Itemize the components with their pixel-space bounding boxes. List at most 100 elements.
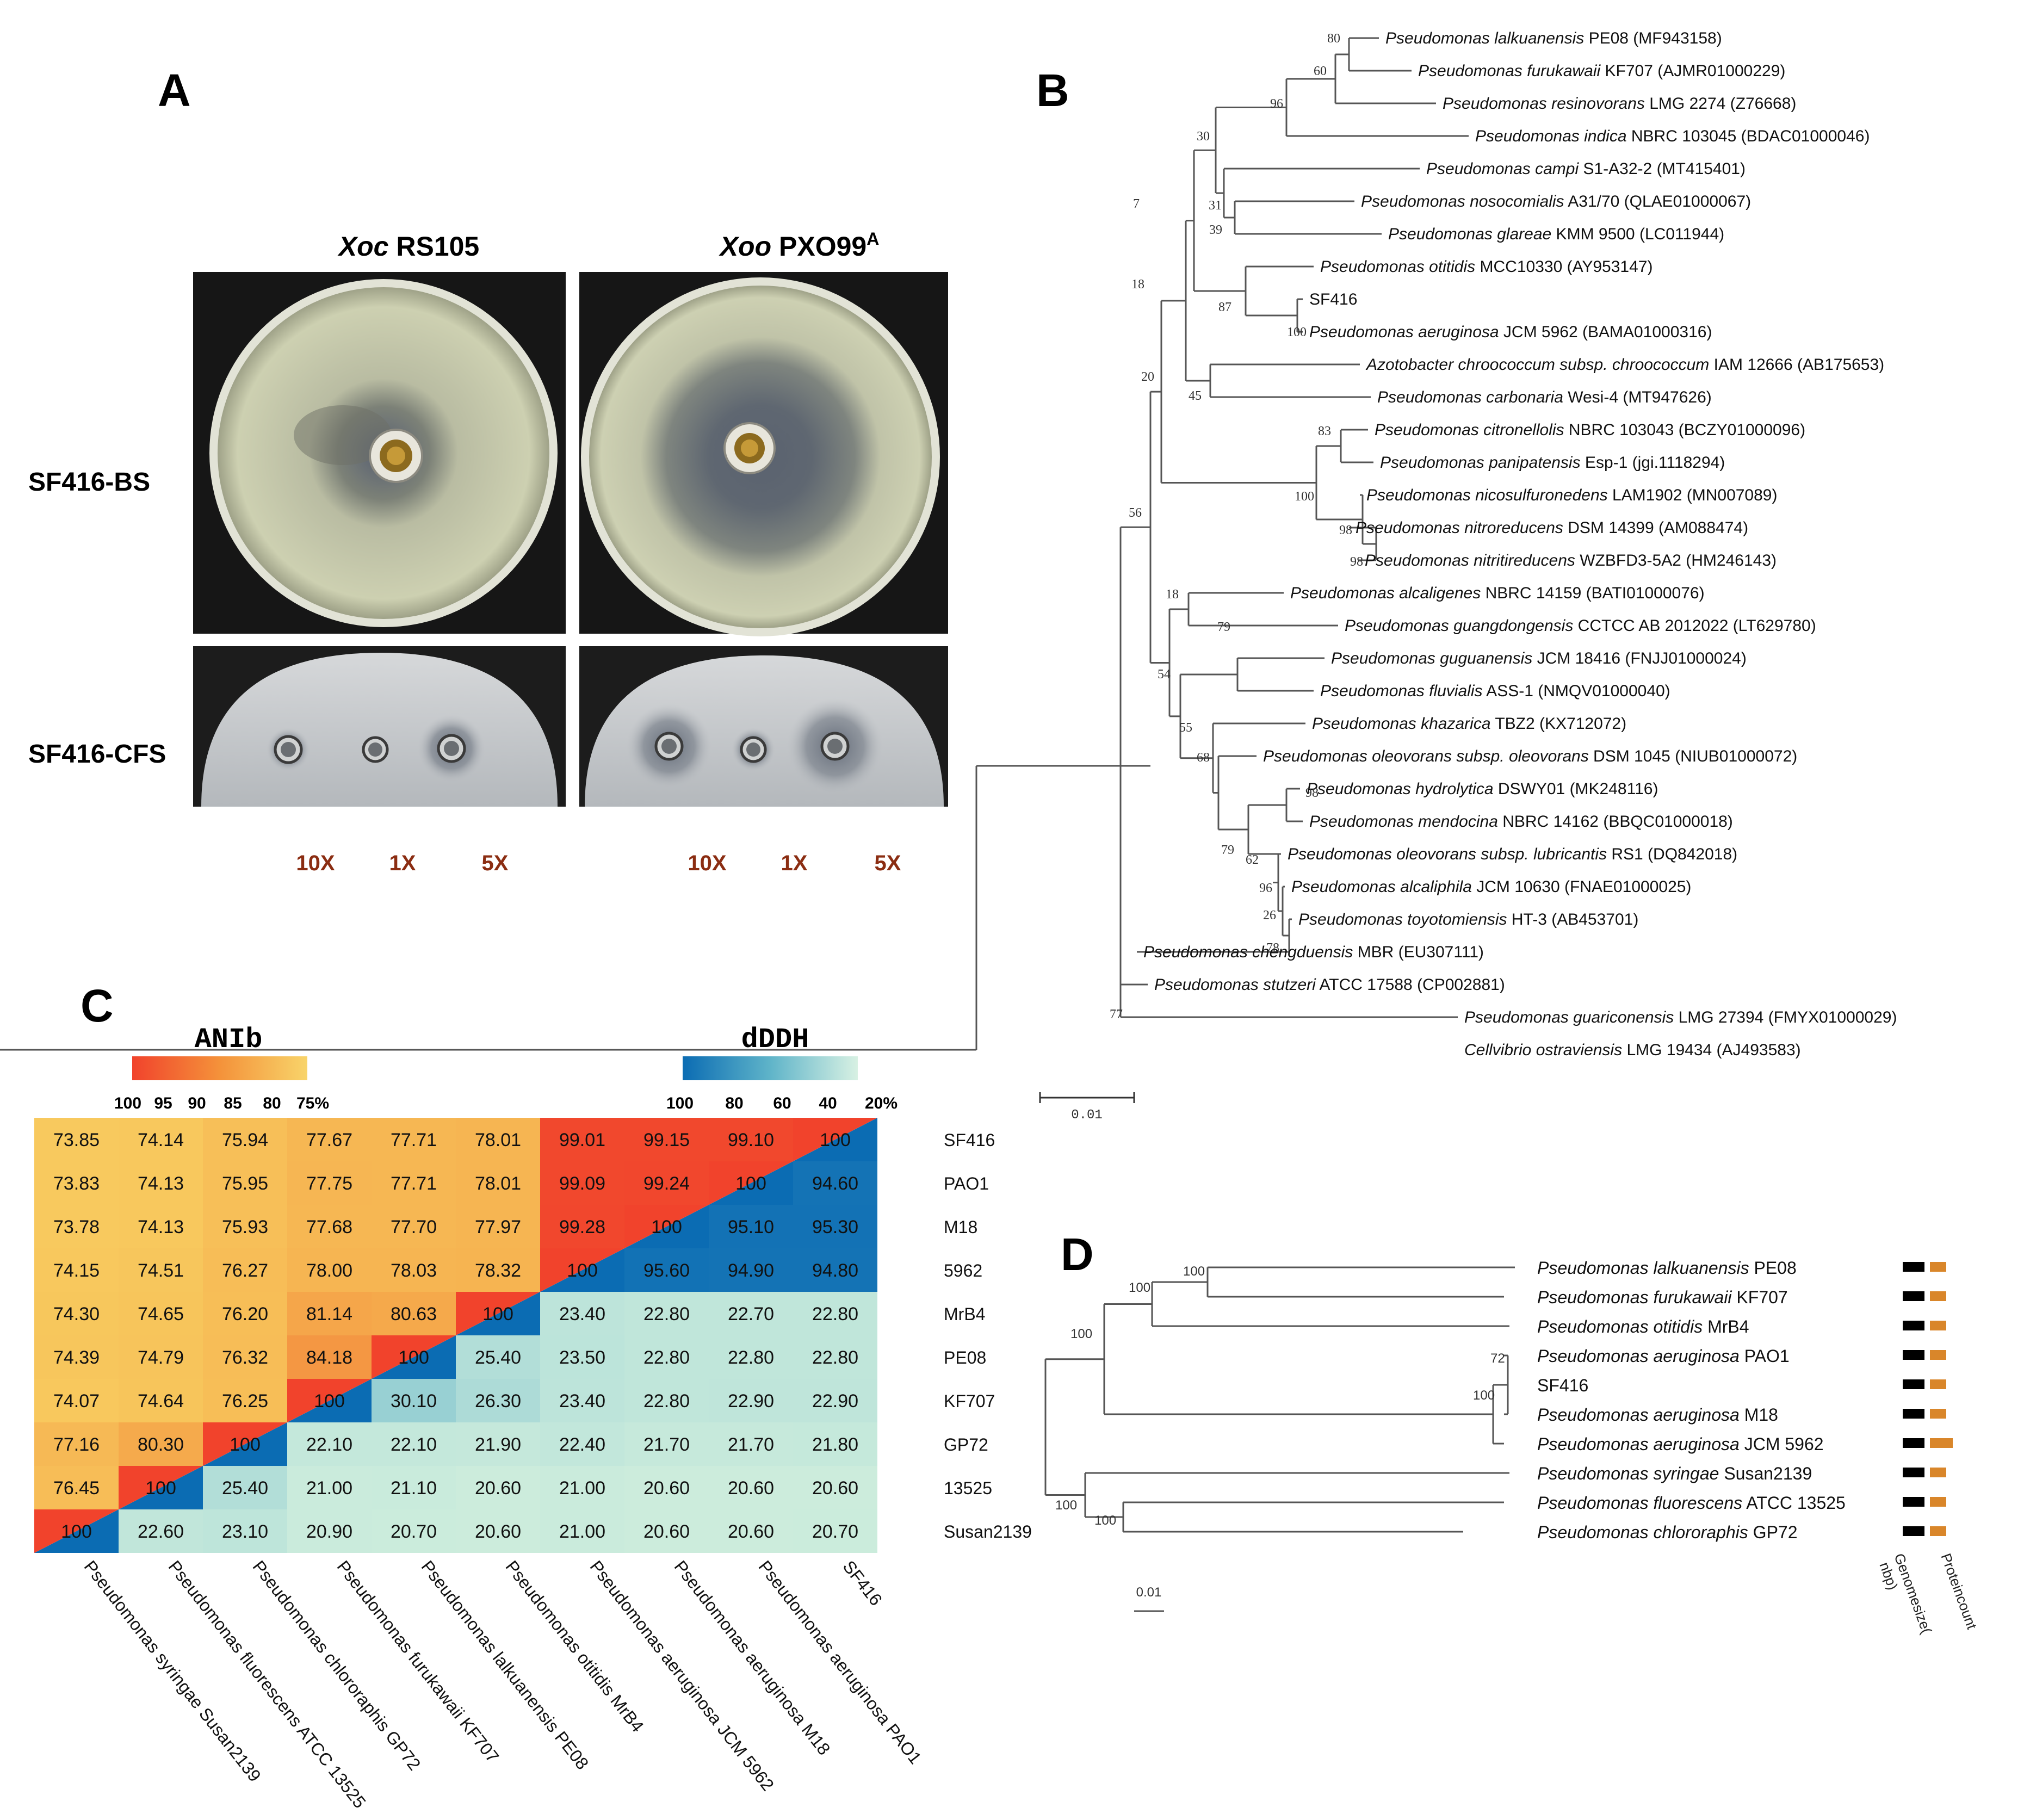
heatmap-cell	[456, 1509, 540, 1553]
heatmap-value: 25.40	[475, 1347, 521, 1368]
heatmap-value: 75.95	[222, 1173, 268, 1194]
heatmap-value: 78.00	[306, 1260, 352, 1281]
heatmap-value: 22.80	[643, 1347, 690, 1368]
bootstrap-value: 79	[1217, 620, 1230, 634]
heatmap-value: 77.68	[306, 1217, 352, 1237]
heatmap-value: 99.10	[728, 1130, 774, 1150]
heatmap-value: 78.32	[475, 1260, 521, 1281]
tree-b-leaf: Pseudomonas nosocomialis A31/70 (QLAE010…	[1361, 193, 1751, 211]
tree-d-leaf-labels: Pseudomonas lalkuanensis PE08Pseudomonas…	[1537, 1258, 1846, 1542]
heatmap-cell	[372, 1466, 456, 1509]
tree-d-leaf: Pseudomonas lalkuanensis PE08	[1537, 1258, 1797, 1278]
heatmap-value: 100	[145, 1478, 176, 1499]
heatmap-value: 20.90	[306, 1521, 352, 1542]
heatmap-value: 80.63	[391, 1304, 437, 1324]
heatmap-value: 99.01	[559, 1130, 605, 1150]
bootstrap-value: 68	[1197, 751, 1210, 765]
petri-dish-photo	[579, 646, 948, 807]
heatmap-value: 22.80	[643, 1391, 690, 1412]
conc-label: 10X	[688, 851, 726, 875]
heatmap-col-label: Pseudomonas lalkuanensis PE08	[417, 1557, 592, 1773]
heatmap-value: 20.60	[728, 1521, 774, 1542]
genome-bars	[1903, 1262, 1953, 1536]
heatmap-cell	[119, 1379, 203, 1422]
heatmap-cell	[456, 1422, 540, 1466]
tree-b-leaf: Pseudomonas stutzeri ATCC 17588 (CP00288…	[1154, 976, 1505, 994]
heatmap-value: 100	[735, 1173, 766, 1194]
panel-b: B Pseudomonas lalkuanensis PE08 (MF94315…	[0, 29, 1897, 1123]
heatmap-cell	[540, 1422, 624, 1466]
bootstrap-value: 98	[1339, 523, 1352, 537]
heatmap-value: 74.14	[138, 1130, 184, 1150]
heatmap-row-label: GP72	[944, 1435, 988, 1454]
heatmap-value: 22.80	[643, 1304, 690, 1324]
heatmap-cell	[540, 1292, 624, 1335]
heatmap-cell	[287, 1335, 372, 1379]
bootstrap-value: 77	[1110, 1007, 1123, 1022]
heatmap-cell	[203, 1161, 287, 1205]
heatmap-cell	[34, 1422, 119, 1466]
tree-b-leaf: Cellvibrio ostraviensis LMG 19434 (AJ493…	[1464, 1041, 1801, 1059]
conc-label: 1X	[389, 851, 416, 875]
bootstrap-value: 31	[1209, 199, 1222, 213]
heatmap-cell	[287, 1205, 372, 1248]
heatmap-value: 100	[820, 1130, 851, 1150]
scale-bar-b: 0.01	[1039, 1092, 1135, 1123]
tree-d-leaf: Pseudomonas aeruginosa JCM 5962	[1537, 1434, 1824, 1454]
heatmap-row-label: KF707	[944, 1391, 995, 1411]
dddh-tick: 80	[725, 1094, 743, 1112]
bootstrap-value: 54	[1158, 667, 1171, 682]
dddh-tick: 100	[666, 1094, 694, 1112]
tree-b-leaf: Pseudomonas guariconensis LMG 27394 (FMY…	[1464, 1008, 1897, 1026]
heatmap-cell	[203, 1248, 287, 1292]
heatmap-cell	[624, 1118, 709, 1161]
tree-d-leaf: Pseudomonas otitidis MrB4	[1537, 1317, 1749, 1336]
heatmap-cell	[456, 1161, 540, 1205]
bar-label-protein: Proteincount	[1938, 1551, 1980, 1632]
heatmap-cell	[34, 1379, 119, 1422]
heatmap-value: 76.25	[222, 1391, 268, 1412]
heatmap-cell-diagonal	[540, 1248, 624, 1292]
heatmap-value: 99.09	[559, 1173, 605, 1194]
heatmap-value: 100	[314, 1391, 345, 1412]
heatmap-value: 76.32	[222, 1347, 268, 1368]
heatmap-value: 100	[567, 1260, 598, 1281]
genome-size-bar	[1903, 1438, 1924, 1448]
heatmap-cell	[372, 1248, 456, 1292]
heatmap-value: 20.60	[812, 1478, 858, 1499]
heatmap-cell	[540, 1466, 624, 1509]
heatmap-cell	[34, 1118, 119, 1161]
heatmap-cell	[624, 1161, 709, 1205]
heatmap-value: 21.90	[475, 1434, 521, 1455]
tree-b-leaf: Pseudomonas resinovorans LMG 2274 (Z7666…	[1443, 95, 1796, 113]
bootstrap-value: 83	[1318, 424, 1331, 438]
dddh-tick: 40	[819, 1094, 837, 1112]
heatmap-cell	[793, 1248, 877, 1292]
heatmap-cell	[119, 1248, 203, 1292]
heatmap-cell	[119, 1292, 203, 1335]
bootstrap-value: 20	[1141, 370, 1154, 384]
heatmap-cell	[287, 1509, 372, 1553]
heatmap-value: 74.39	[53, 1347, 100, 1368]
bootstrap-value: 80	[1327, 32, 1340, 46]
panel-c-label: C	[81, 980, 114, 1031]
heatmap-cell	[119, 1118, 203, 1161]
phylogenetic-tree-b	[0, 37, 1469, 1051]
bootstrap-value: 26	[1263, 908, 1276, 923]
heatmap-value: 74.51	[138, 1260, 184, 1281]
tree-b-leaf: Pseudomonas panipatensis Esp-1 (jgi.1118…	[1380, 454, 1725, 472]
heatmap-value: 100	[398, 1347, 429, 1368]
heatmap-value: 20.70	[391, 1521, 437, 1542]
heatmap-cell	[709, 1422, 793, 1466]
heatmap-cell-diagonal	[372, 1335, 456, 1379]
bootstrap-value: 100	[1094, 1513, 1116, 1528]
tree-b-leaf: Pseudomonas oleovorans subsp. oleovorans…	[1263, 747, 1797, 765]
conc-label: 5X	[482, 851, 509, 875]
heatmap-row-label: Susan2139	[944, 1522, 1032, 1542]
tree-b-leaf: Pseudomonas furukawaii KF707 (AJMR010002…	[1418, 62, 1785, 80]
heatmap-value: 21.00	[559, 1521, 605, 1542]
heatmap-value: 21.70	[643, 1434, 690, 1455]
heatmap-value: 77.71	[391, 1130, 437, 1150]
bootstrap-value: 100	[1129, 1280, 1150, 1295]
